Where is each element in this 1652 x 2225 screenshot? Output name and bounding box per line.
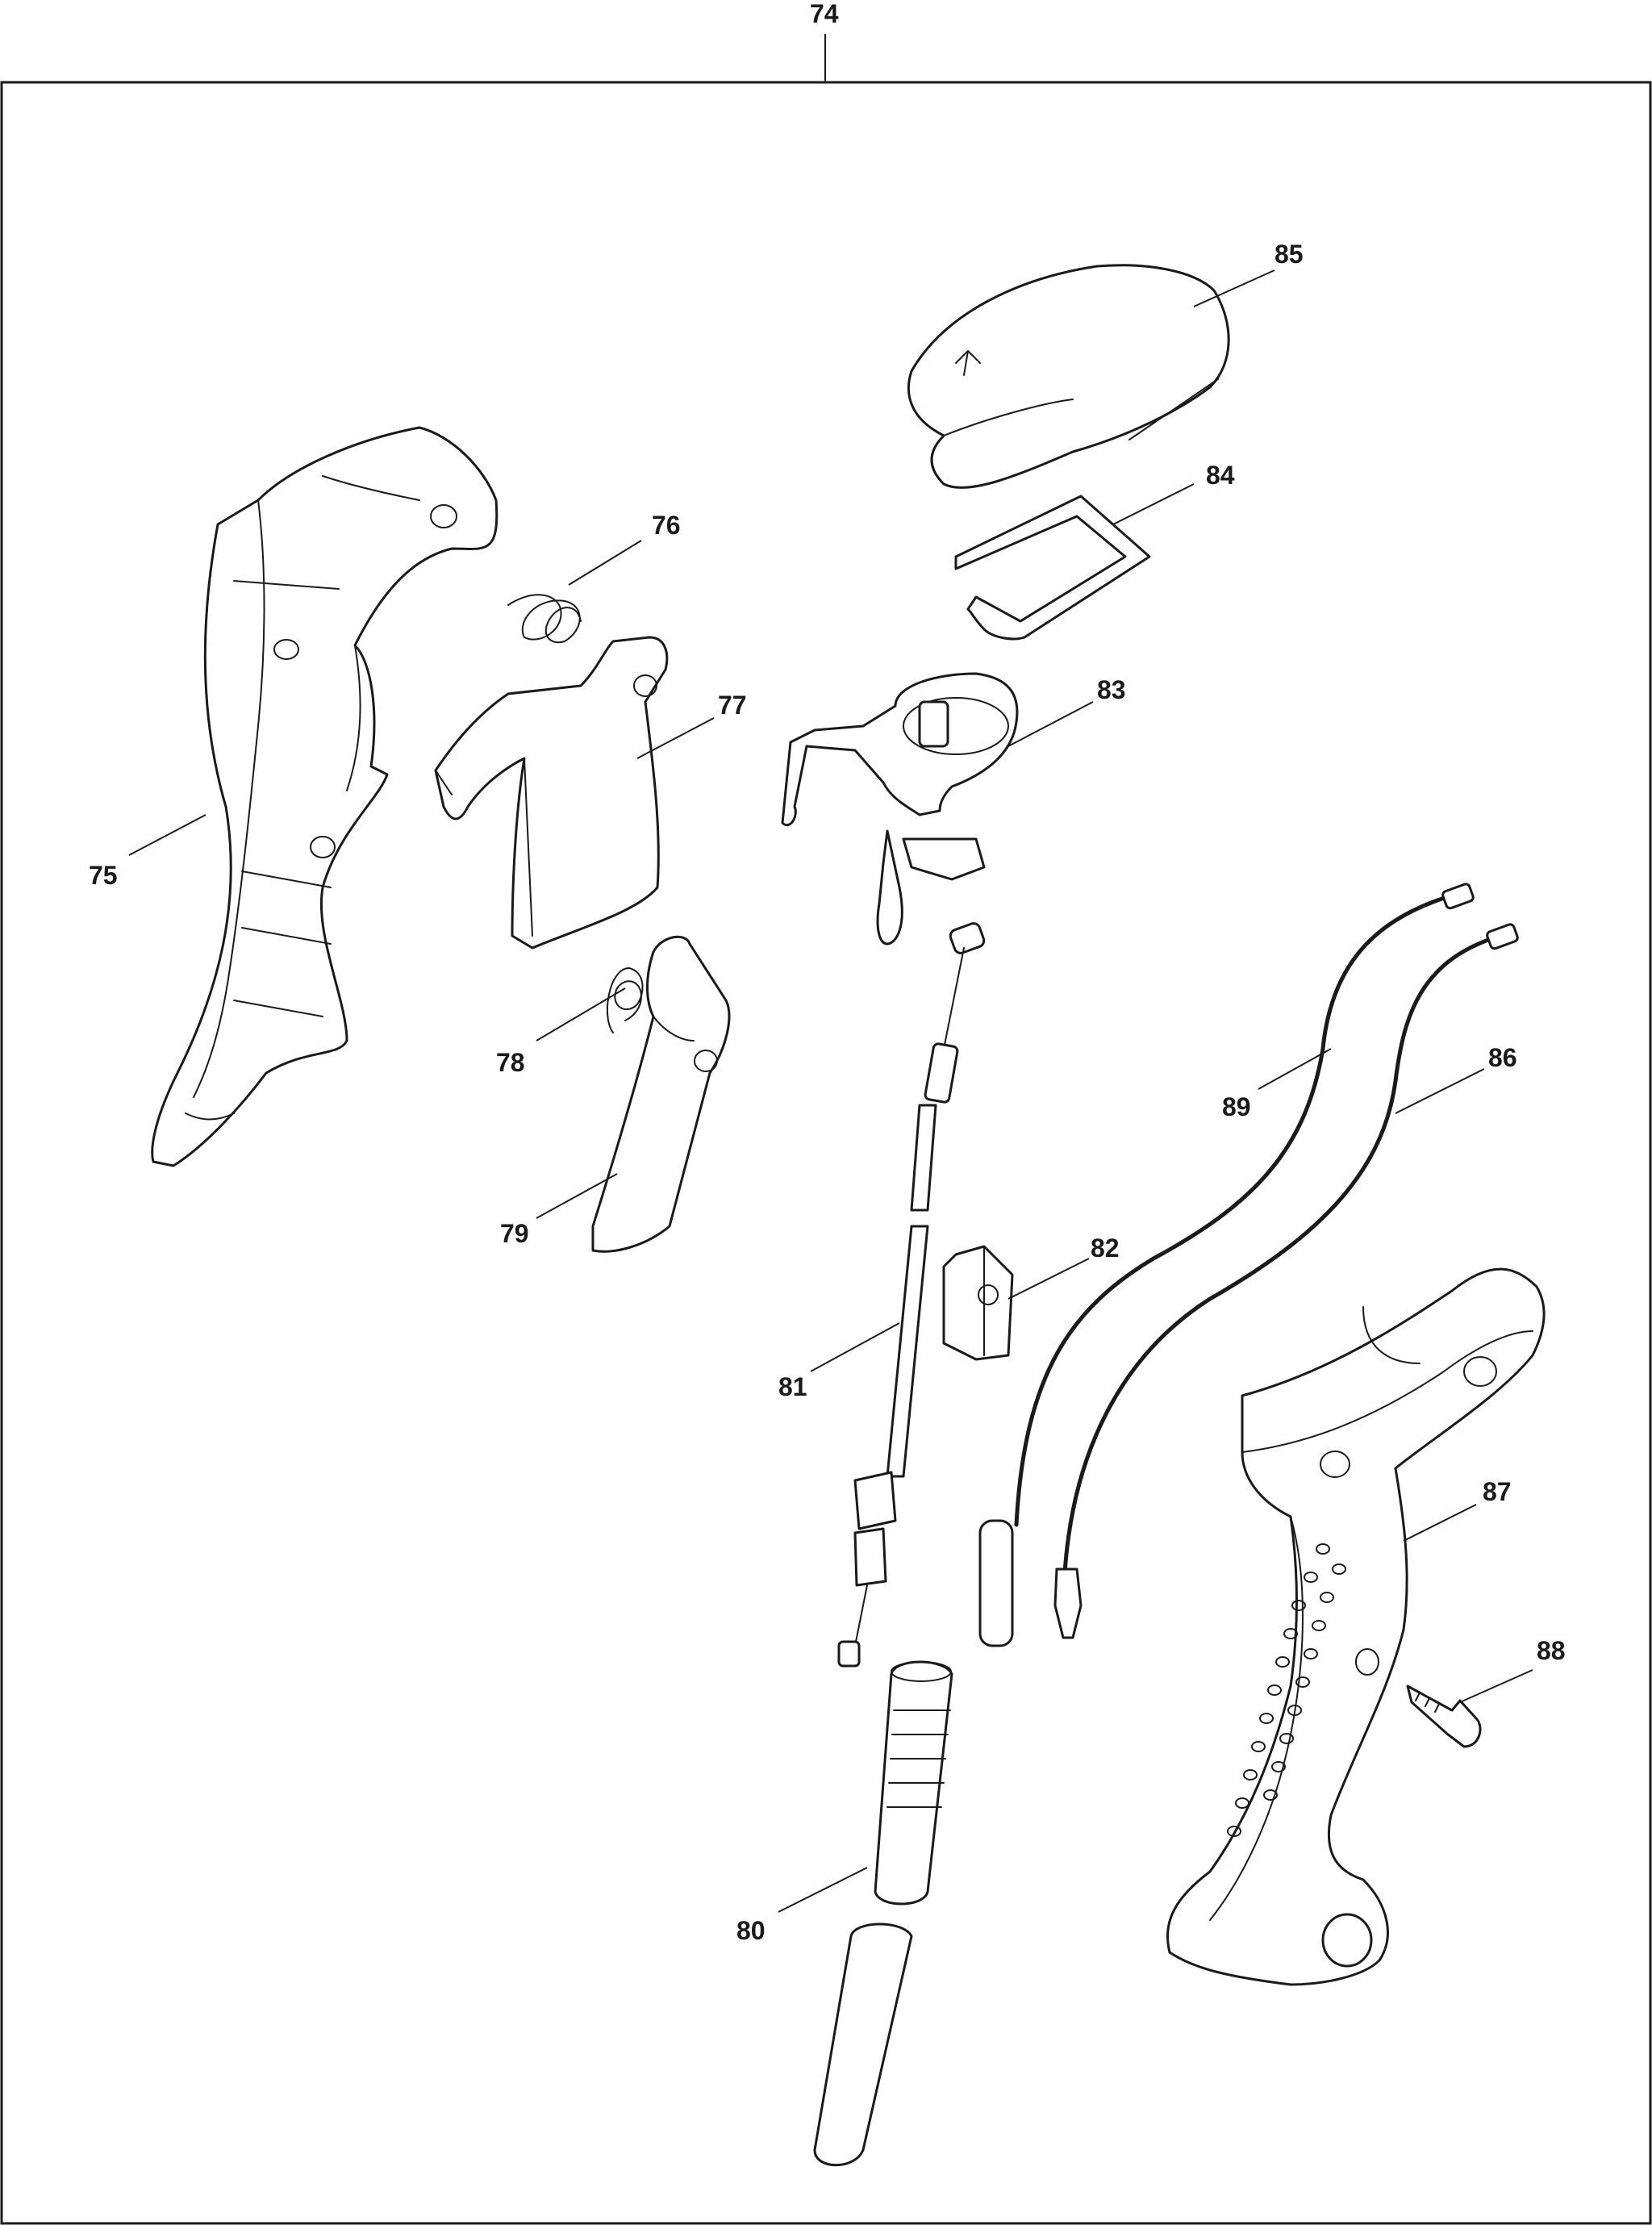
part-76-spring (507, 594, 582, 644)
part-86-wire (1053, 923, 1519, 1639)
part-84-frame-clip (954, 495, 1151, 641)
callout-77: 77 (718, 691, 747, 720)
callout-75: 75 (89, 861, 118, 890)
callout-80: 80 (736, 1916, 766, 1945)
leader-78 (536, 987, 626, 1042)
part-75-left-handle-half (151, 426, 499, 1167)
leader-75 (128, 814, 206, 856)
leader-82 (1007, 1258, 1090, 1300)
leader-81 (810, 1322, 900, 1372)
leader-79 (536, 1173, 618, 1219)
leader-80 (778, 1867, 868, 1913)
part-82-holder-block (942, 1245, 1014, 1361)
part-88-screw (1406, 1684, 1482, 1748)
leader-87 (1403, 1504, 1477, 1542)
part-89-wire (978, 883, 1475, 1647)
part-78-spring (607, 967, 644, 1033)
leader-85 (1193, 269, 1275, 307)
callout-86: 86 (1488, 1043, 1517, 1072)
callout-84: 84 (1206, 461, 1235, 490)
leader-89 (1258, 1048, 1332, 1090)
leader-76 (568, 540, 642, 586)
leader-88 (1459, 1669, 1533, 1703)
callout-81: 81 (778, 1372, 807, 1401)
callout-87: 87 (1483, 1477, 1512, 1506)
callout-88: 88 (1537, 1636, 1566, 1665)
leader-84 (1112, 483, 1195, 525)
callout-82: 82 (1091, 1234, 1120, 1263)
callout-74: 74 (810, 0, 839, 28)
part-79-throttle-trigger (591, 935, 731, 1253)
part-80-handle-pipe (813, 1660, 953, 2167)
grip-holes (1227, 1543, 1346, 1837)
part-83-switch-lever (781, 672, 1019, 946)
callout-85: 85 (1274, 240, 1304, 269)
callout-78: 78 (496, 1048, 525, 1077)
callout-76: 76 (652, 511, 681, 540)
part-81-throttle-cable (837, 922, 986, 1668)
part-77-lockout-lever (434, 636, 669, 950)
part-87-right-handle-half (1166, 1267, 1546, 1986)
leader-77 (636, 717, 715, 759)
callout-89: 89 (1222, 1092, 1251, 1121)
leader-83 (1007, 701, 1094, 747)
callout-83: 83 (1097, 675, 1126, 704)
leader-86 (1395, 1068, 1485, 1114)
part-85-top-cover (907, 264, 1230, 489)
callout-79: 79 (500, 1219, 529, 1248)
assembly-frame (0, 81, 1652, 2225)
